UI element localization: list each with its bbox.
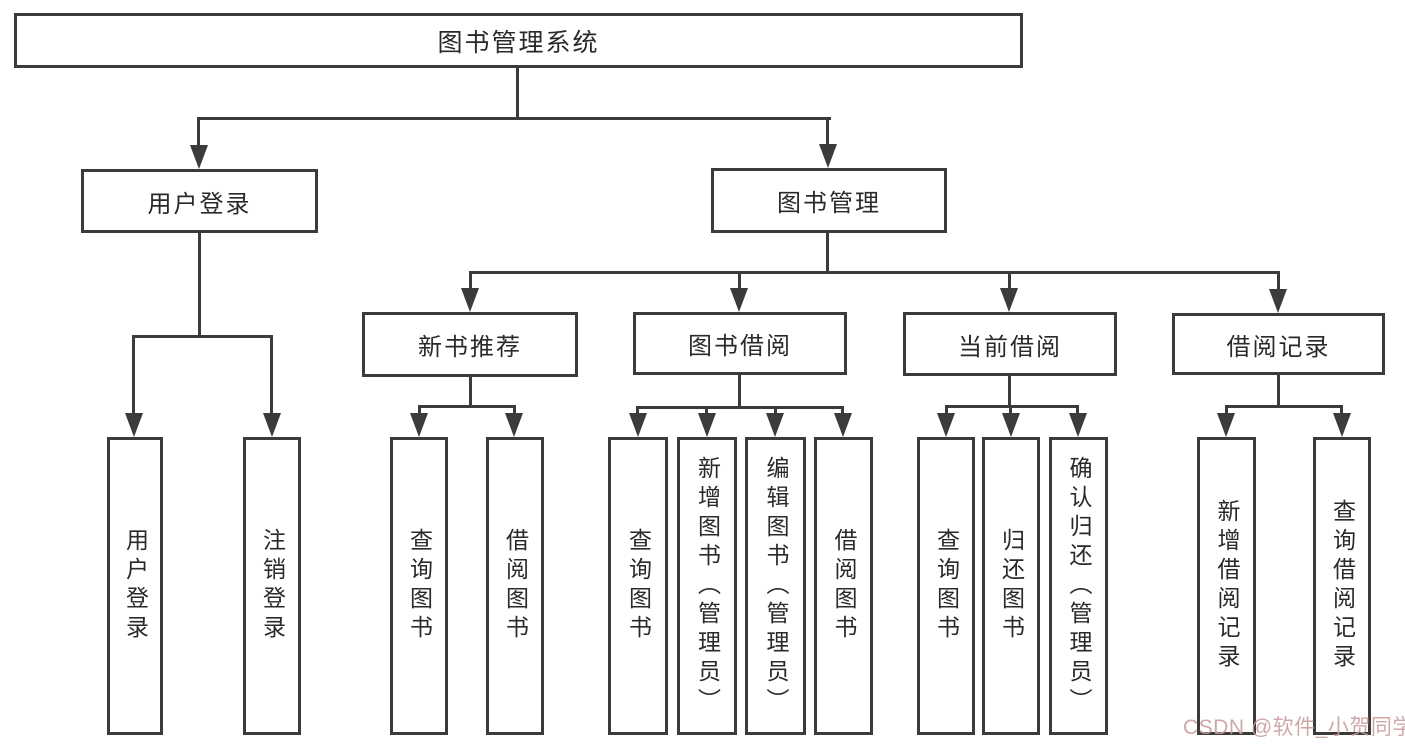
connector-drop-br-query [1340, 405, 1343, 415]
node-bb-query-books: 查询图书 [608, 437, 668, 735]
arrowhead-bb-borrow [834, 413, 852, 437]
node-borrow-record: 借阅记录 [1172, 313, 1385, 375]
arrowhead-bb-edit [766, 413, 784, 437]
connector-current-borrow-stem [1008, 376, 1011, 405]
connector-drop-book-mgmt [826, 117, 829, 146]
connector-drop-bb-add [705, 406, 708, 415]
arrowhead-logout-leaf [263, 413, 281, 437]
connector-drop-user-login-leaf [132, 335, 135, 415]
connector-user-login-branch [132, 335, 273, 338]
connector-root-stem [516, 68, 519, 117]
node-current-borrow: 当前借阅 [903, 312, 1117, 376]
arrowhead-bb-add [698, 413, 716, 437]
arrowhead-cb-query [937, 413, 955, 437]
connector-current-borrow-branch [945, 405, 1079, 408]
node-user-login: 用户登录 [81, 169, 318, 233]
connector-user-login-stem [198, 233, 201, 335]
connector-drop-user-login [197, 117, 200, 147]
csdn-watermark: CSDN @软件_小贺同学 [1183, 716, 1405, 739]
connector-drop-current-borrow [1008, 271, 1011, 291]
connector-drop-cb-query [945, 405, 948, 415]
arrowhead-cb-return [1002, 413, 1020, 437]
connector-new-book-rec-stem [469, 377, 472, 405]
node-cb-query-books: 查询图书 [917, 437, 975, 735]
connector-drop-bb-edit [774, 406, 777, 415]
node-book-mgmt: 图书管理 [711, 168, 947, 233]
arrowhead-book-mgmt [819, 144, 837, 168]
node-new-book-rec: 新书推荐 [362, 312, 578, 377]
connector-drop-br-add [1225, 405, 1228, 415]
connector-drop-borrow-record [1277, 271, 1280, 291]
connector-drop-book-borrow [738, 271, 741, 291]
arrowhead-borrow-record [1269, 289, 1287, 313]
connector-new-book-rec-branch [418, 405, 516, 408]
connector-drop-bb-query [636, 406, 639, 415]
node-bb-add-books-admin: 新增图书（管理员） [677, 437, 737, 735]
node-nb-borrow-books: 借阅图书 [486, 437, 544, 735]
arrowhead-user-login-leaf [125, 413, 143, 437]
arrowhead-new-book-rec [461, 288, 479, 312]
node-library-system: 图书管理系统 [14, 13, 1023, 68]
connector-level3-branch [469, 271, 1280, 274]
connector-book-mgmt-stem [826, 233, 829, 271]
connector-book-borrow-branch [637, 406, 843, 409]
node-br-query-record: 查询借阅记录 [1313, 437, 1371, 735]
arrowhead-current-borrow [1000, 288, 1018, 312]
connector-drop-nb-borrow [513, 405, 516, 415]
node-bb-borrow-books: 借阅图书 [814, 437, 873, 735]
node-user-login-leaf: 用户登录 [107, 437, 163, 735]
connector-drop-cb-return [1009, 405, 1012, 415]
arrowhead-book-borrow [730, 288, 748, 312]
connector-borrow-record-branch [1225, 405, 1343, 408]
connector-drop-nb-query [418, 405, 421, 415]
arrowhead-bb-query [629, 413, 647, 437]
connector-book-borrow-stem [738, 375, 741, 406]
connector-drop-new-book-rec [469, 271, 472, 291]
node-book-borrow: 图书借阅 [633, 312, 847, 375]
node-br-add-record: 新增借阅记录 [1197, 437, 1256, 735]
node-logout-leaf: 注销登录 [243, 437, 301, 735]
arrowhead-nb-borrow [505, 413, 523, 437]
node-cb-confirm-return-admin: 确认归还（管理员） [1049, 437, 1108, 735]
connector-drop-bb-borrow [841, 406, 844, 415]
connector-borrow-record-stem [1277, 375, 1280, 405]
node-cb-return-books: 归还图书 [982, 437, 1040, 735]
arrowhead-br-add [1217, 413, 1235, 437]
arrowhead-nb-query [410, 413, 428, 437]
node-bb-edit-books-admin: 编辑图书（管理员） [745, 437, 806, 735]
arrowhead-br-query [1333, 413, 1351, 437]
node-nb-query-books: 查询图书 [390, 437, 448, 735]
connector-drop-cb-confirm [1076, 405, 1079, 415]
arrowhead-cb-confirm [1069, 413, 1087, 437]
connector-level2-branch [197, 117, 831, 120]
connector-drop-logout-leaf [270, 335, 273, 415]
arrowhead-user-login [190, 145, 208, 169]
